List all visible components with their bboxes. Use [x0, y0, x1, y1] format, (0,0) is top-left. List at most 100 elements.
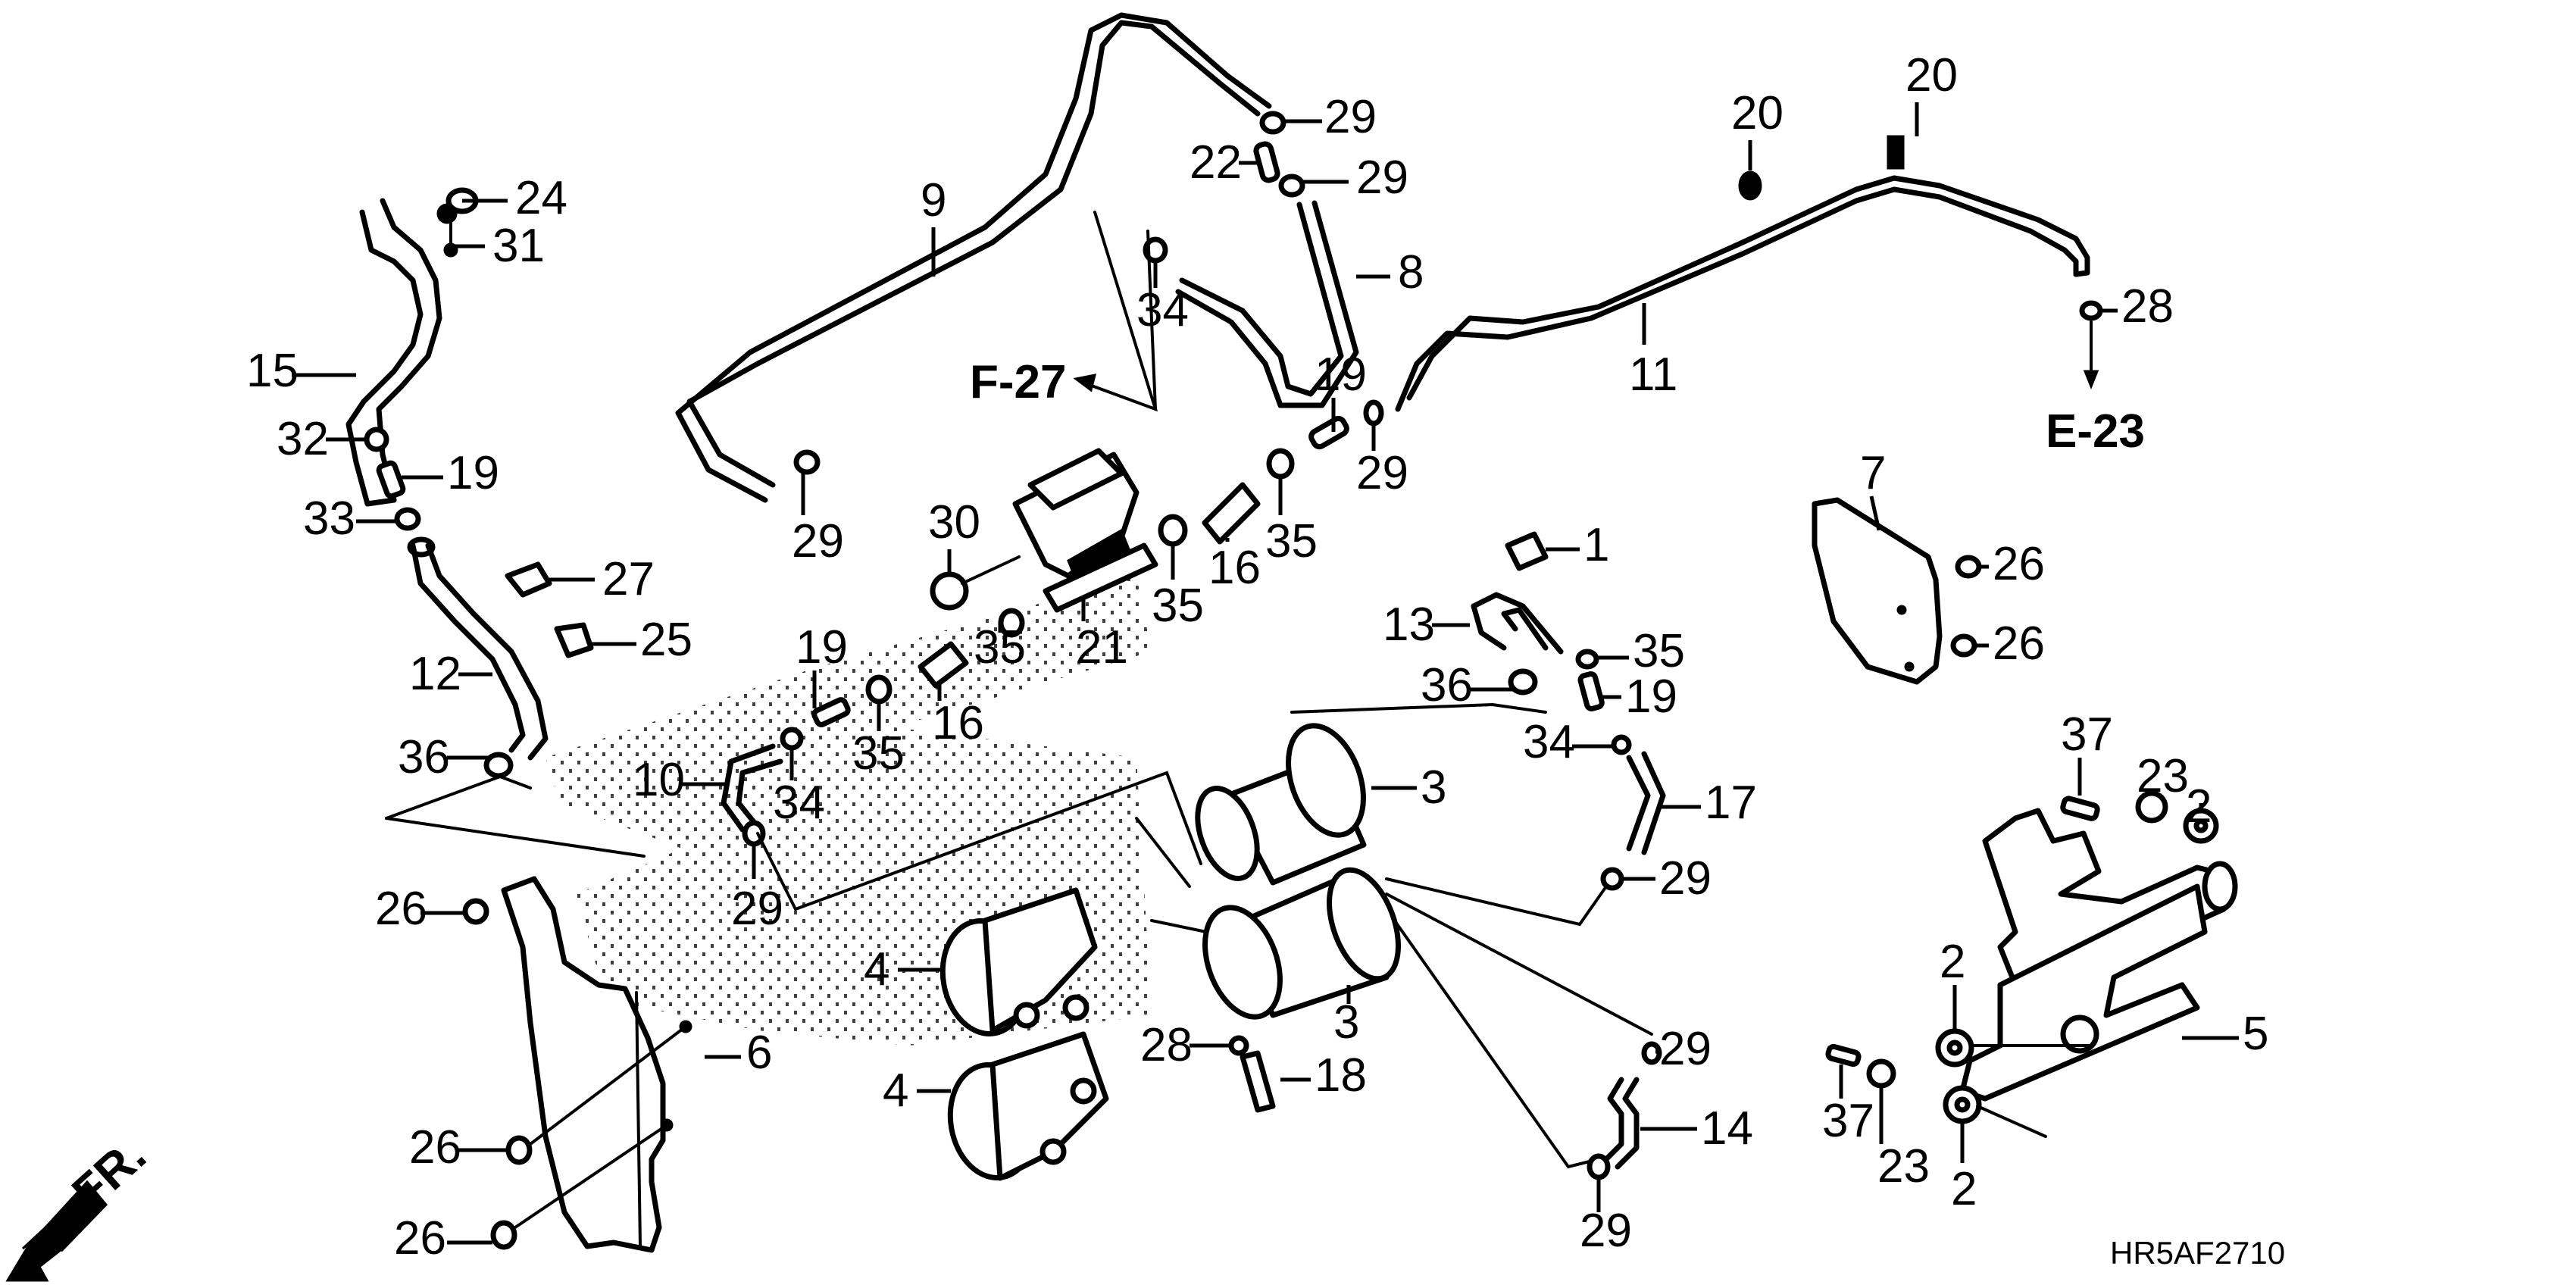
nut-26-shield6-top[interactable] — [462, 898, 489, 925]
callout-c11[interactable]: 11 — [1629, 349, 1677, 401]
callout-c25[interactable]: 25 — [640, 614, 692, 666]
joint-19-mid[interactable] — [1308, 415, 1349, 450]
callout-c7[interactable]: 7 — [1860, 447, 1886, 499]
grommet-2-top[interactable] — [2183, 808, 2219, 844]
joint-19-left2[interactable] — [811, 697, 851, 727]
washer-23-low[interactable] — [1866, 1058, 1896, 1089]
joint-32[interactable] — [364, 427, 389, 452]
callout-c2a[interactable]: 2 — [2186, 780, 2212, 833]
callout-c4b[interactable]: 4 — [883, 1064, 908, 1117]
callout-c37b[interactable]: 37 — [1822, 1095, 1874, 1147]
joint-19-right[interactable] — [1577, 671, 1605, 711]
hose-8[interactable] — [1175, 200, 1359, 408]
bolt-31[interactable] — [443, 222, 458, 258]
clamp-29-top-b[interactable] — [1278, 174, 1305, 198]
callout-c18[interactable]: 18 — [1315, 1049, 1367, 1102]
bolt-26-shield6-low[interactable] — [490, 1220, 517, 1250]
callout-c29a[interactable]: 29 — [1324, 91, 1377, 143]
bolt-26-shield-a[interactable] — [1955, 555, 1982, 579]
clamp-33[interactable] — [394, 507, 421, 531]
clamp-28-low[interactable] — [1228, 1035, 1249, 1056]
hose-17[interactable] — [1626, 751, 1666, 855]
grommet-2-low[interactable] — [1943, 1085, 1982, 1124]
callout-c29e[interactable]: 29 — [731, 883, 783, 935]
callout-c1[interactable]: 1 — [1583, 519, 1609, 571]
callout-c9[interactable]: 9 — [921, 174, 946, 227]
clamp-29-bottom[interactable] — [1587, 1153, 1611, 1180]
joint-19-left[interactable] — [376, 460, 406, 499]
callout-c20a[interactable]: 20 — [1731, 87, 1784, 139]
clamp-34-top[interactable] — [1143, 236, 1168, 264]
hose-14[interactable] — [1603, 1077, 1640, 1170]
canister-3-upper[interactable] — [1186, 715, 1377, 886]
callout-c29c[interactable]: 29 — [792, 515, 844, 567]
clamp-29-top-a[interactable] — [1259, 111, 1286, 135]
clamp-24[interactable] — [436, 187, 479, 224]
callout-c13[interactable]: 13 — [1383, 599, 1435, 651]
callout-c19a[interactable]: 19 — [447, 447, 499, 499]
callout-c26b[interactable]: 26 — [1993, 617, 2045, 670]
canister-3-lower[interactable] — [1191, 861, 1411, 1027]
hose-12[interactable] — [407, 536, 549, 761]
shield-7[interactable] — [1812, 497, 1943, 685]
callout-c22[interactable]: 22 — [1190, 136, 1242, 189]
clamp-35-c[interactable] — [865, 674, 893, 705]
clamp-20-a[interactable] — [1738, 170, 1762, 201]
clamp-36-left[interactable] — [483, 752, 514, 779]
hose-9[interactable] — [675, 12, 1272, 503]
clamp-35-a[interactable] — [1158, 514, 1188, 547]
callout-c26a[interactable]: 26 — [1993, 538, 2045, 590]
callout-c27[interactable]: 27 — [602, 553, 655, 605]
bolt-37-top[interactable] — [2060, 796, 2100, 821]
washer-23-top[interactable] — [2135, 790, 2168, 824]
callout-c29b[interactable]: 29 — [1356, 152, 1408, 204]
callout-c14[interactable]: 14 — [1701, 1102, 1753, 1155]
callout-c29h[interactable]: 29 — [1580, 1205, 1632, 1257]
heat-shield-6[interactable] — [501, 876, 692, 1253]
callout-c12[interactable]: 12 — [409, 648, 461, 700]
bolt-26-shield-b[interactable] — [1950, 633, 1977, 658]
callout-c19c[interactable]: 19 — [796, 621, 848, 674]
callout-c23a[interactable]: 23 — [2137, 750, 2189, 802]
clamp-36-right[interactable] — [1508, 668, 1538, 696]
callout-c3b[interactable]: 3 — [1333, 996, 1359, 1049]
clamp-35-b[interactable] — [1266, 448, 1295, 480]
tube-16-b[interactable] — [918, 641, 969, 689]
clamp-34-left[interactable] — [780, 727, 804, 751]
callout-c16a[interactable]: 16 — [1208, 542, 1261, 594]
callout-c17[interactable]: 17 — [1705, 777, 1757, 829]
callout-c29d[interactable]: 29 — [1356, 447, 1408, 499]
clamp-20-b[interactable] — [1887, 135, 1905, 170]
callout-c30[interactable]: 30 — [928, 496, 980, 549]
callout-c16b[interactable]: 16 — [932, 697, 984, 749]
callout-c19b[interactable]: 19 — [1315, 349, 1367, 401]
clip-25[interactable] — [554, 622, 594, 658]
callout-c5[interactable]: 5 — [2243, 1008, 2268, 1060]
callout-c26d[interactable]: 26 — [409, 1121, 461, 1174]
callout-c2c[interactable]: 2 — [1951, 1163, 1977, 1215]
clamp-29-left[interactable] — [742, 820, 766, 847]
callout-c36a[interactable]: 36 — [398, 731, 450, 783]
callout-c26c[interactable]: 26 — [375, 883, 427, 935]
callout-c19d[interactable]: 19 — [1625, 671, 1677, 723]
callout-c3a[interactable]: 3 — [1421, 761, 1446, 814]
clamp-35-e[interactable] — [1575, 649, 1599, 670]
callout-c15[interactable]: 15 — [246, 345, 299, 397]
callout-c28b[interactable]: 28 — [1140, 1019, 1193, 1071]
callout-c21[interactable]: 21 — [1076, 621, 1128, 674]
callout-c6[interactable]: 6 — [746, 1027, 772, 1079]
clamp-29-right[interactable] — [1600, 867, 1624, 891]
callout-c36b[interactable]: 36 — [1421, 659, 1473, 711]
clip-1[interactable] — [1505, 531, 1549, 571]
hose-15[interactable] — [345, 198, 442, 507]
bolt-37-low[interactable] — [1825, 1043, 1862, 1068]
ref-label-e23[interactable]: E-23 — [2046, 405, 2145, 458]
callout-c29g[interactable]: 29 — [1659, 1023, 1712, 1075]
tube-16-a[interactable] — [1202, 482, 1261, 545]
clamp-29-mid[interactable] — [1363, 399, 1384, 427]
callout-c28a[interactable]: 28 — [2121, 280, 2174, 333]
callout-c34c[interactable]: 34 — [1523, 716, 1575, 768]
callout-c20b[interactable]: 20 — [1905, 49, 1958, 102]
callout-c10[interactable]: 10 — [633, 754, 685, 806]
hose-13[interactable] — [1471, 592, 1564, 655]
